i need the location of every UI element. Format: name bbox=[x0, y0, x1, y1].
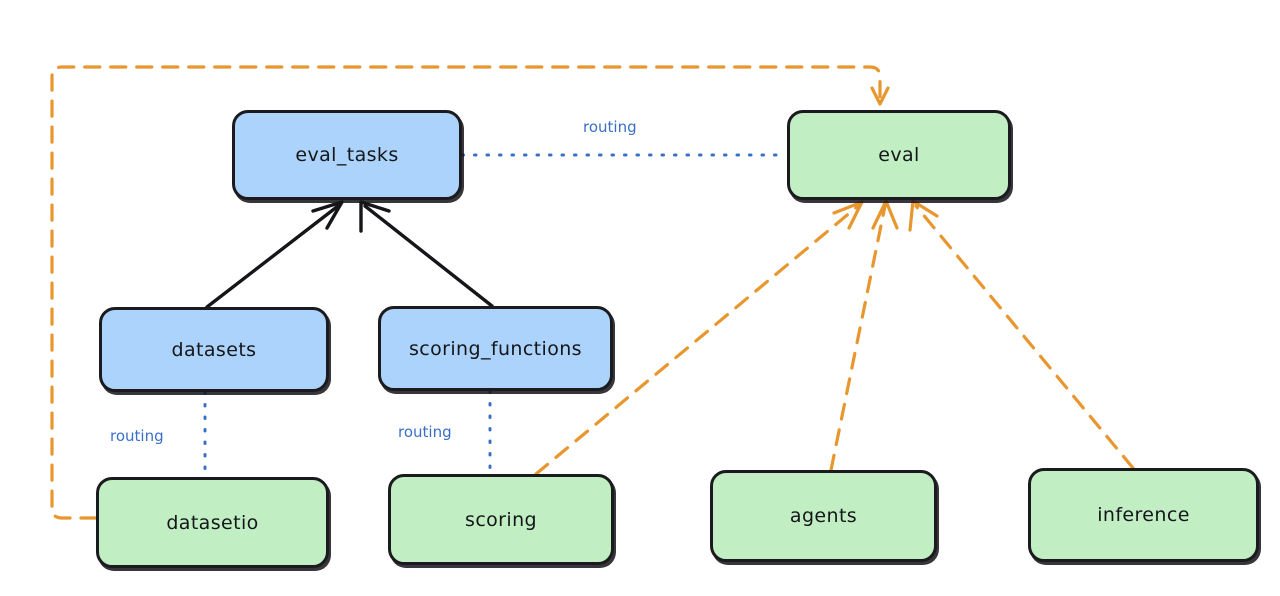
node-label-agents: agents bbox=[789, 505, 858, 527]
node-eval[interactable]: eval bbox=[787, 110, 1011, 200]
edge-label-routing-datasets-datasetio: routing bbox=[110, 427, 164, 445]
node-eval-tasks[interactable]: eval_tasks bbox=[232, 110, 462, 200]
node-label-datasetio: datasetio bbox=[166, 511, 259, 534]
node-label-eval-tasks: eval_tasks bbox=[295, 144, 399, 166]
edge-agents-to-eval bbox=[829, 199, 899, 472]
edge-label-routing-scoring-functions-scoring: routing bbox=[398, 423, 452, 441]
edge-scoring-functions-to-eval-tasks bbox=[359, 200, 494, 308]
node-inference[interactable]: inference bbox=[1028, 468, 1259, 562]
edge-scoring-to-eval bbox=[534, 200, 864, 476]
node-label-scoring-functions: scoring_functions bbox=[409, 337, 582, 360]
node-label-scoring: scoring bbox=[465, 508, 537, 531]
edge-inference-to-eval bbox=[908, 199, 1135, 470]
edge-datasetio-to-eval bbox=[50, 65, 890, 520]
node-label-eval: eval bbox=[878, 144, 920, 166]
node-scoring[interactable]: scoring bbox=[388, 474, 614, 565]
node-scoring-functions[interactable]: scoring_functions bbox=[378, 306, 613, 391]
node-agents[interactable]: agents bbox=[710, 470, 937, 562]
edge-label-routing-eval-tasks-eval: routing bbox=[583, 118, 637, 136]
node-datasetio[interactable]: datasetio bbox=[96, 477, 329, 568]
edge-datasets-to-eval-tasks bbox=[205, 200, 344, 309]
node-label-datasets: datasets bbox=[171, 338, 257, 361]
node-datasets[interactable]: datasets bbox=[99, 307, 329, 392]
node-label-inference: inference bbox=[1097, 504, 1190, 526]
